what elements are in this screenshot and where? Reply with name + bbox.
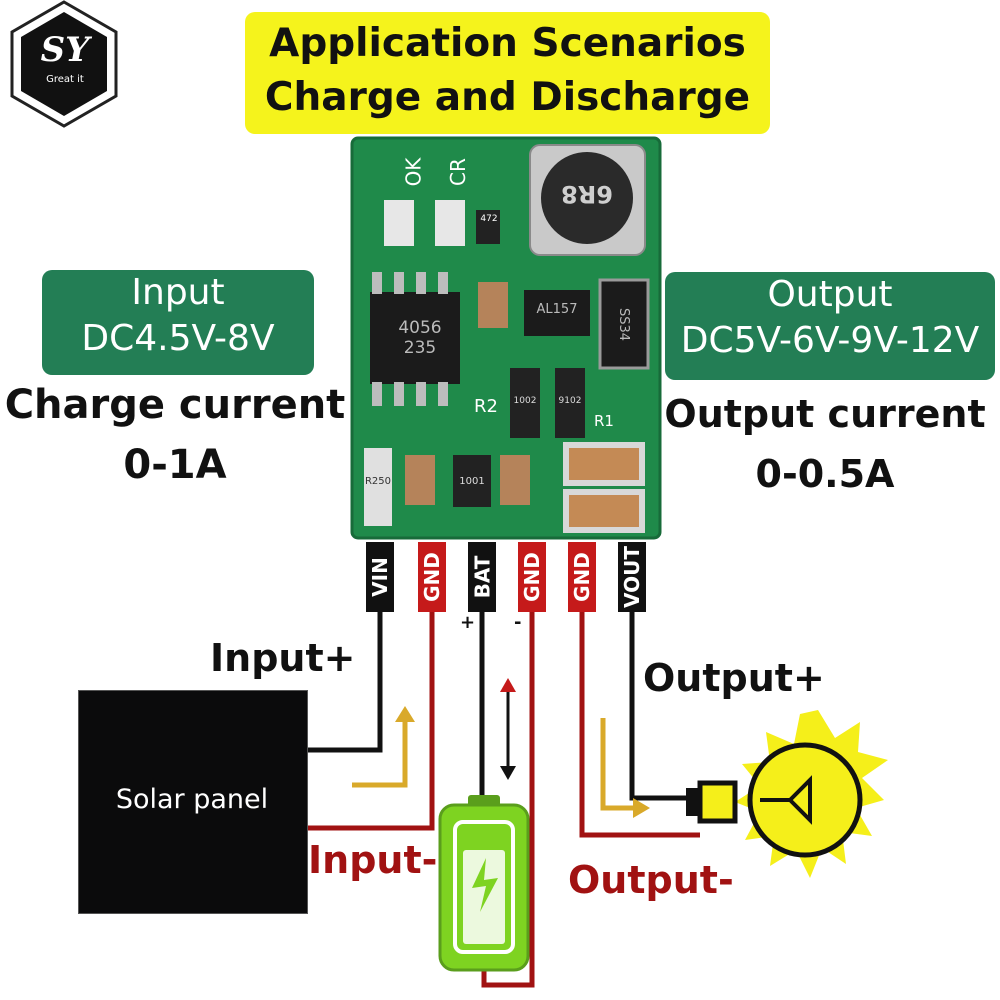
output-spec-box: Output DC5V-6V-9V-12V [665, 272, 995, 380]
charge-current-value: 0-1A [123, 442, 227, 488]
title-banner: Application Scenarios Charge and Dischar… [245, 12, 770, 134]
output-heading: Output [767, 274, 893, 315]
label-input-minus: Input- [308, 838, 438, 882]
label-input-plus: Input+ [210, 636, 356, 680]
arrow-icon-input [352, 720, 408, 788]
output-voltage-range: DC5V-6V-9V-12V [680, 320, 980, 361]
res-1002: 1002 [513, 396, 537, 406]
wire-bat-minus [481, 610, 535, 988]
res-1001: 1001 [459, 476, 485, 487]
schottky-diode [598, 278, 650, 370]
arrow-icon-output [600, 718, 635, 811]
pin-gnd-input: GND [418, 542, 446, 612]
booster-marking: AL157 [536, 302, 578, 317]
booster-chip [524, 290, 590, 336]
label-output-plus: Output+ [643, 656, 825, 700]
res-472: 472 [480, 214, 498, 224]
bat-minus-sign: - [514, 612, 522, 633]
pin-bat: BAT [468, 542, 496, 612]
board-mark-cr: CR [446, 158, 470, 186]
logo-tagline: Great it [46, 74, 84, 85]
sy-logo-hexagon [10, 0, 118, 128]
board-mark-r2: R2 [474, 396, 498, 417]
pin-gnd-output: GND [568, 542, 596, 612]
input-heading: Input [131, 272, 225, 313]
title-line-2: Charge and Discharge [264, 75, 751, 120]
label-output-minus: Output- [568, 858, 734, 902]
charge-current-label: Charge current [4, 382, 346, 428]
output-current-label: Output current [664, 392, 986, 436]
res-9102: 9102 [558, 396, 582, 406]
pin-gnd-bat: GND [518, 542, 546, 612]
charger-chip [370, 292, 460, 384]
wire-output-minus [579, 610, 700, 838]
inductor-marking: 6R8 [561, 180, 613, 208]
pin-vout: VOUT [618, 542, 646, 612]
solar-panel [78, 690, 308, 914]
logo-text: SY [40, 30, 90, 70]
diode-marking: SS34 [616, 307, 632, 341]
solar-panel-label: Solar panel [115, 784, 269, 815]
board-mark-ok: OK [400, 157, 425, 187]
output-current-value: 0-0.5A [755, 452, 895, 496]
bat-plus-sign: + [460, 612, 476, 633]
wire-vin [306, 610, 383, 753]
light-bulb-icon [686, 710, 888, 878]
title-line-1: Application Scenarios [269, 21, 746, 66]
pin-vin: VIN [366, 542, 394, 612]
wire-input-minus [306, 610, 435, 831]
board-mark-r1: R1 [594, 412, 614, 430]
res-r250: R250 [364, 476, 392, 487]
input-voltage-range: DC4.5V-8V [81, 318, 275, 359]
input-spec-box: Input DC4.5V-8V [42, 270, 314, 375]
wire-vout [629, 610, 700, 801]
